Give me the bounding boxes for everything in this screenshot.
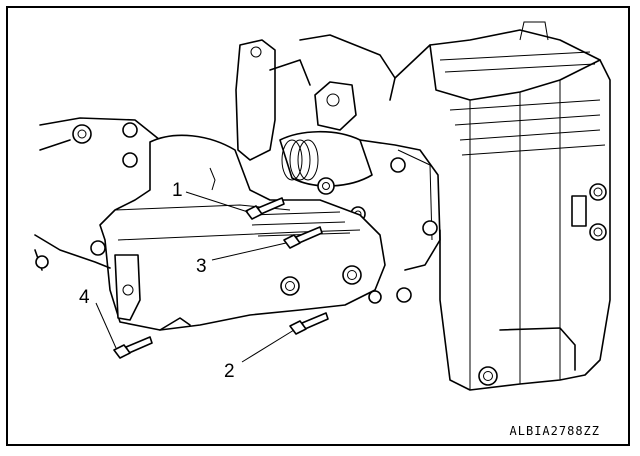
bolt-2 <box>289 312 329 335</box>
bolt-4 <box>113 336 153 359</box>
bolt-1 <box>245 197 285 220</box>
manifold-bracket <box>34 117 412 331</box>
reference-code: ALBIA2788ZZ <box>509 424 600 438</box>
engine-block <box>394 21 611 391</box>
callout-2: 2 <box>224 361 235 382</box>
callout-1: 1 <box>172 180 183 201</box>
callout-3: 3 <box>196 256 207 277</box>
bolt-3 <box>283 226 323 249</box>
callout-4: 4 <box>79 287 90 308</box>
leader-lines <box>95 191 295 363</box>
